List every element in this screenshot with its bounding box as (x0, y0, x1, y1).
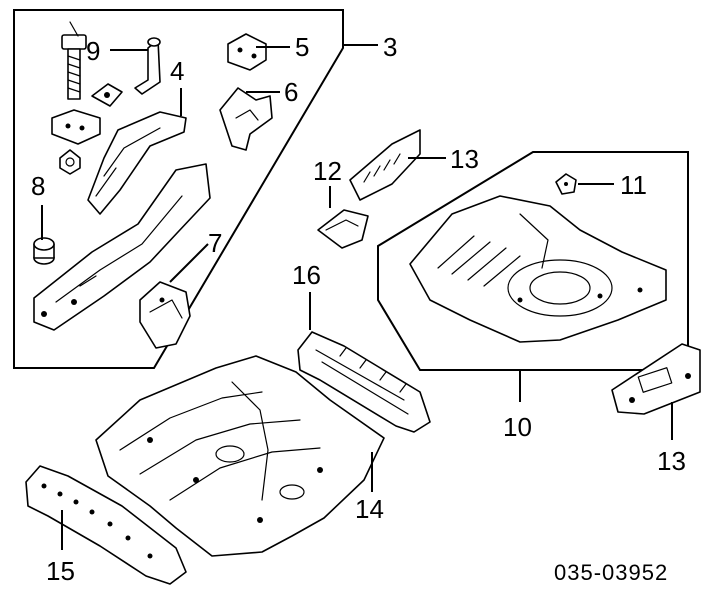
callout-16: 16 (292, 260, 321, 290)
group-frame-3 (13, 9, 344, 369)
callout-11: 11 (620, 170, 647, 200)
callout-5: 5 (295, 32, 309, 62)
group-frame-10 (377, 151, 689, 371)
rail-part-4 (87, 111, 187, 215)
crossmember-part-16 (297, 331, 431, 433)
crossmember-part-13-upper (349, 129, 421, 201)
diagram-part-code: 035-03952 (554, 560, 668, 585)
leader-7 (169, 243, 209, 283)
bracket-part-6 (219, 87, 273, 151)
bracket-part-12 (317, 209, 369, 249)
bolt-bracket-part (51, 109, 101, 145)
nut-part (59, 149, 81, 175)
callout-9: 9 (86, 36, 100, 66)
plate-part (91, 83, 123, 107)
callout-4: 4 (170, 56, 184, 86)
callout-12: 12 (313, 156, 342, 186)
grommet-part (33, 237, 55, 265)
hose-part (134, 37, 161, 95)
callout-14: 14 (355, 494, 384, 524)
callout-8: 8 (31, 171, 45, 201)
clip-part-11 (555, 173, 577, 195)
side-member-part (33, 163, 211, 331)
callout-3: 3 (383, 32, 397, 62)
rear-floor-pan-part (409, 195, 667, 343)
bracket-part-7 (139, 281, 191, 349)
main-floor-part (95, 355, 385, 557)
crossmember-part-13-lower (611, 343, 701, 415)
bolt-part (61, 21, 87, 100)
callout-13-upper: 13 (450, 144, 479, 174)
bracket-part-5 (227, 33, 267, 71)
callout-10: 10 (503, 412, 532, 442)
callout-13-lower: 13 (657, 446, 686, 476)
front-crossmember-part-15 (25, 465, 187, 585)
callout-15: 15 (46, 556, 75, 586)
callout-7: 7 (208, 228, 222, 258)
callout-6: 6 (284, 77, 298, 107)
